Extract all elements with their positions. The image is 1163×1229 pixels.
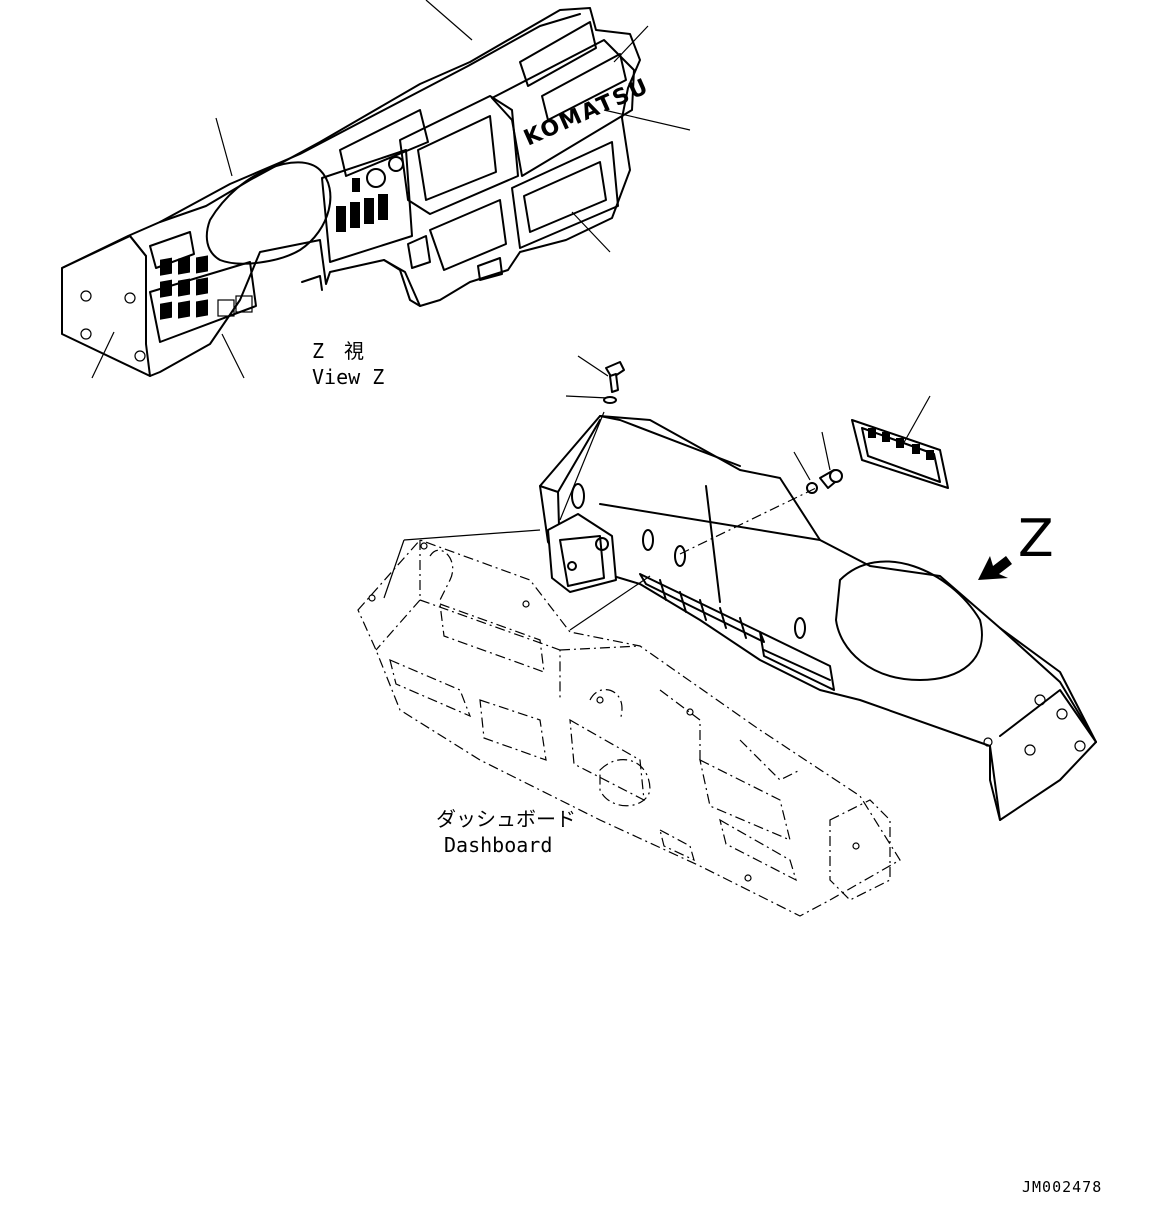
- view-z-label: Z 視 View Z: [312, 339, 384, 389]
- svg-text:Dashboard: Dashboard: [444, 833, 552, 857]
- washer-upper: [565, 395, 617, 404]
- switch-panel-part: [851, 395, 949, 489]
- drawing-code: JM002478: [1022, 1178, 1102, 1196]
- svg-text:View Z: View Z: [312, 365, 384, 389]
- centre-switch-grid: [336, 178, 388, 232]
- dashboard-label: ダッシュボード Dashboard: [436, 807, 576, 857]
- dashboard-frame-phantom: [357, 539, 901, 917]
- dashboard-cover-exploded: [539, 415, 1097, 821]
- view-z-leader-lines: [91, 0, 691, 379]
- svg-text:Z: Z: [1018, 509, 1054, 569]
- view-z-dashboard-cover: KOMATSU: [61, 7, 653, 377]
- bolt-upper: [577, 355, 625, 393]
- svg-text:Z 視: Z 視: [312, 339, 364, 363]
- assembly-guide-lines: [383, 411, 817, 631]
- left-switch-grid: [160, 255, 208, 320]
- bolt-right: [819, 431, 843, 489]
- washer-right: [793, 451, 818, 494]
- view-direction-arrow: Z: [978, 509, 1054, 580]
- svg-text:ダッシュボード: ダッシュボード: [436, 807, 576, 831]
